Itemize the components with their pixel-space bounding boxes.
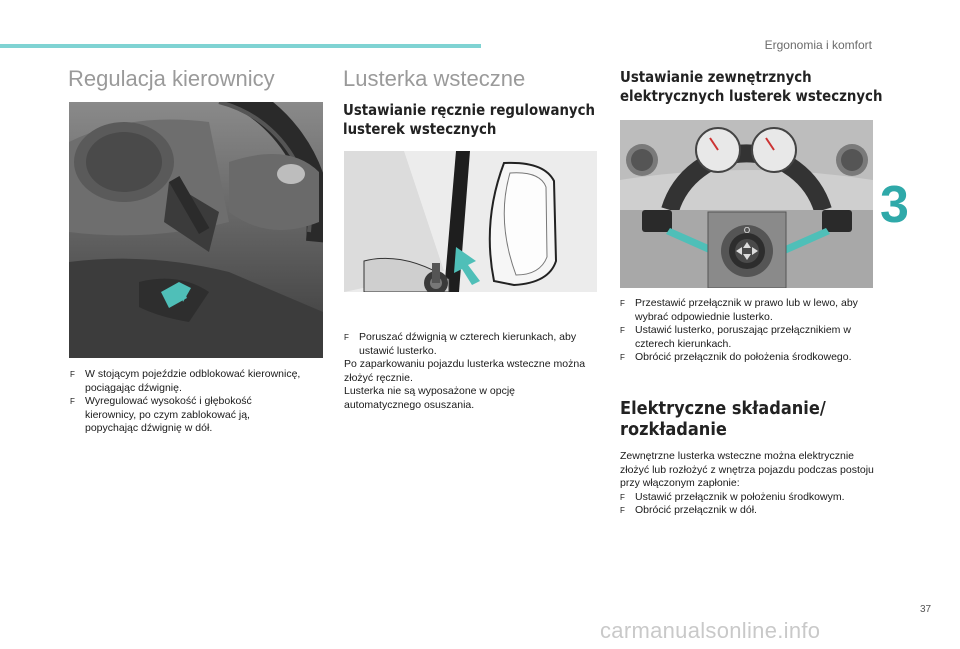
electric-mirrors-title: Ustawianie zewnętrznych elektrycznych lu…: [620, 68, 883, 105]
header-accent-bar: [0, 44, 481, 48]
manual-mirrors-subtitle: Ustawianie ręcznie regulowanych lusterek…: [343, 101, 596, 138]
folding-instructions: Zewnętrzne lusterka wsteczne można elekt…: [620, 450, 876, 518]
steering-wheel-figure: [69, 102, 323, 358]
folding-title: Elektryczne składanie/ rozkładanie: [620, 398, 826, 440]
mirror-switch-figure: O: [620, 120, 873, 288]
section-header: Ergonomia i komfort: [764, 38, 872, 52]
page-number: 37: [920, 604, 932, 615]
chapter-tab: 3: [880, 176, 909, 234]
watermark: carmanualsonline.info: [600, 618, 821, 643]
manual-mirror-figure: [344, 151, 597, 292]
steering-title: Regulacja kierownicy: [68, 66, 275, 91]
mirrors-title: Lusterka wsteczne: [343, 66, 526, 91]
svg-text:O: O: [744, 226, 750, 235]
